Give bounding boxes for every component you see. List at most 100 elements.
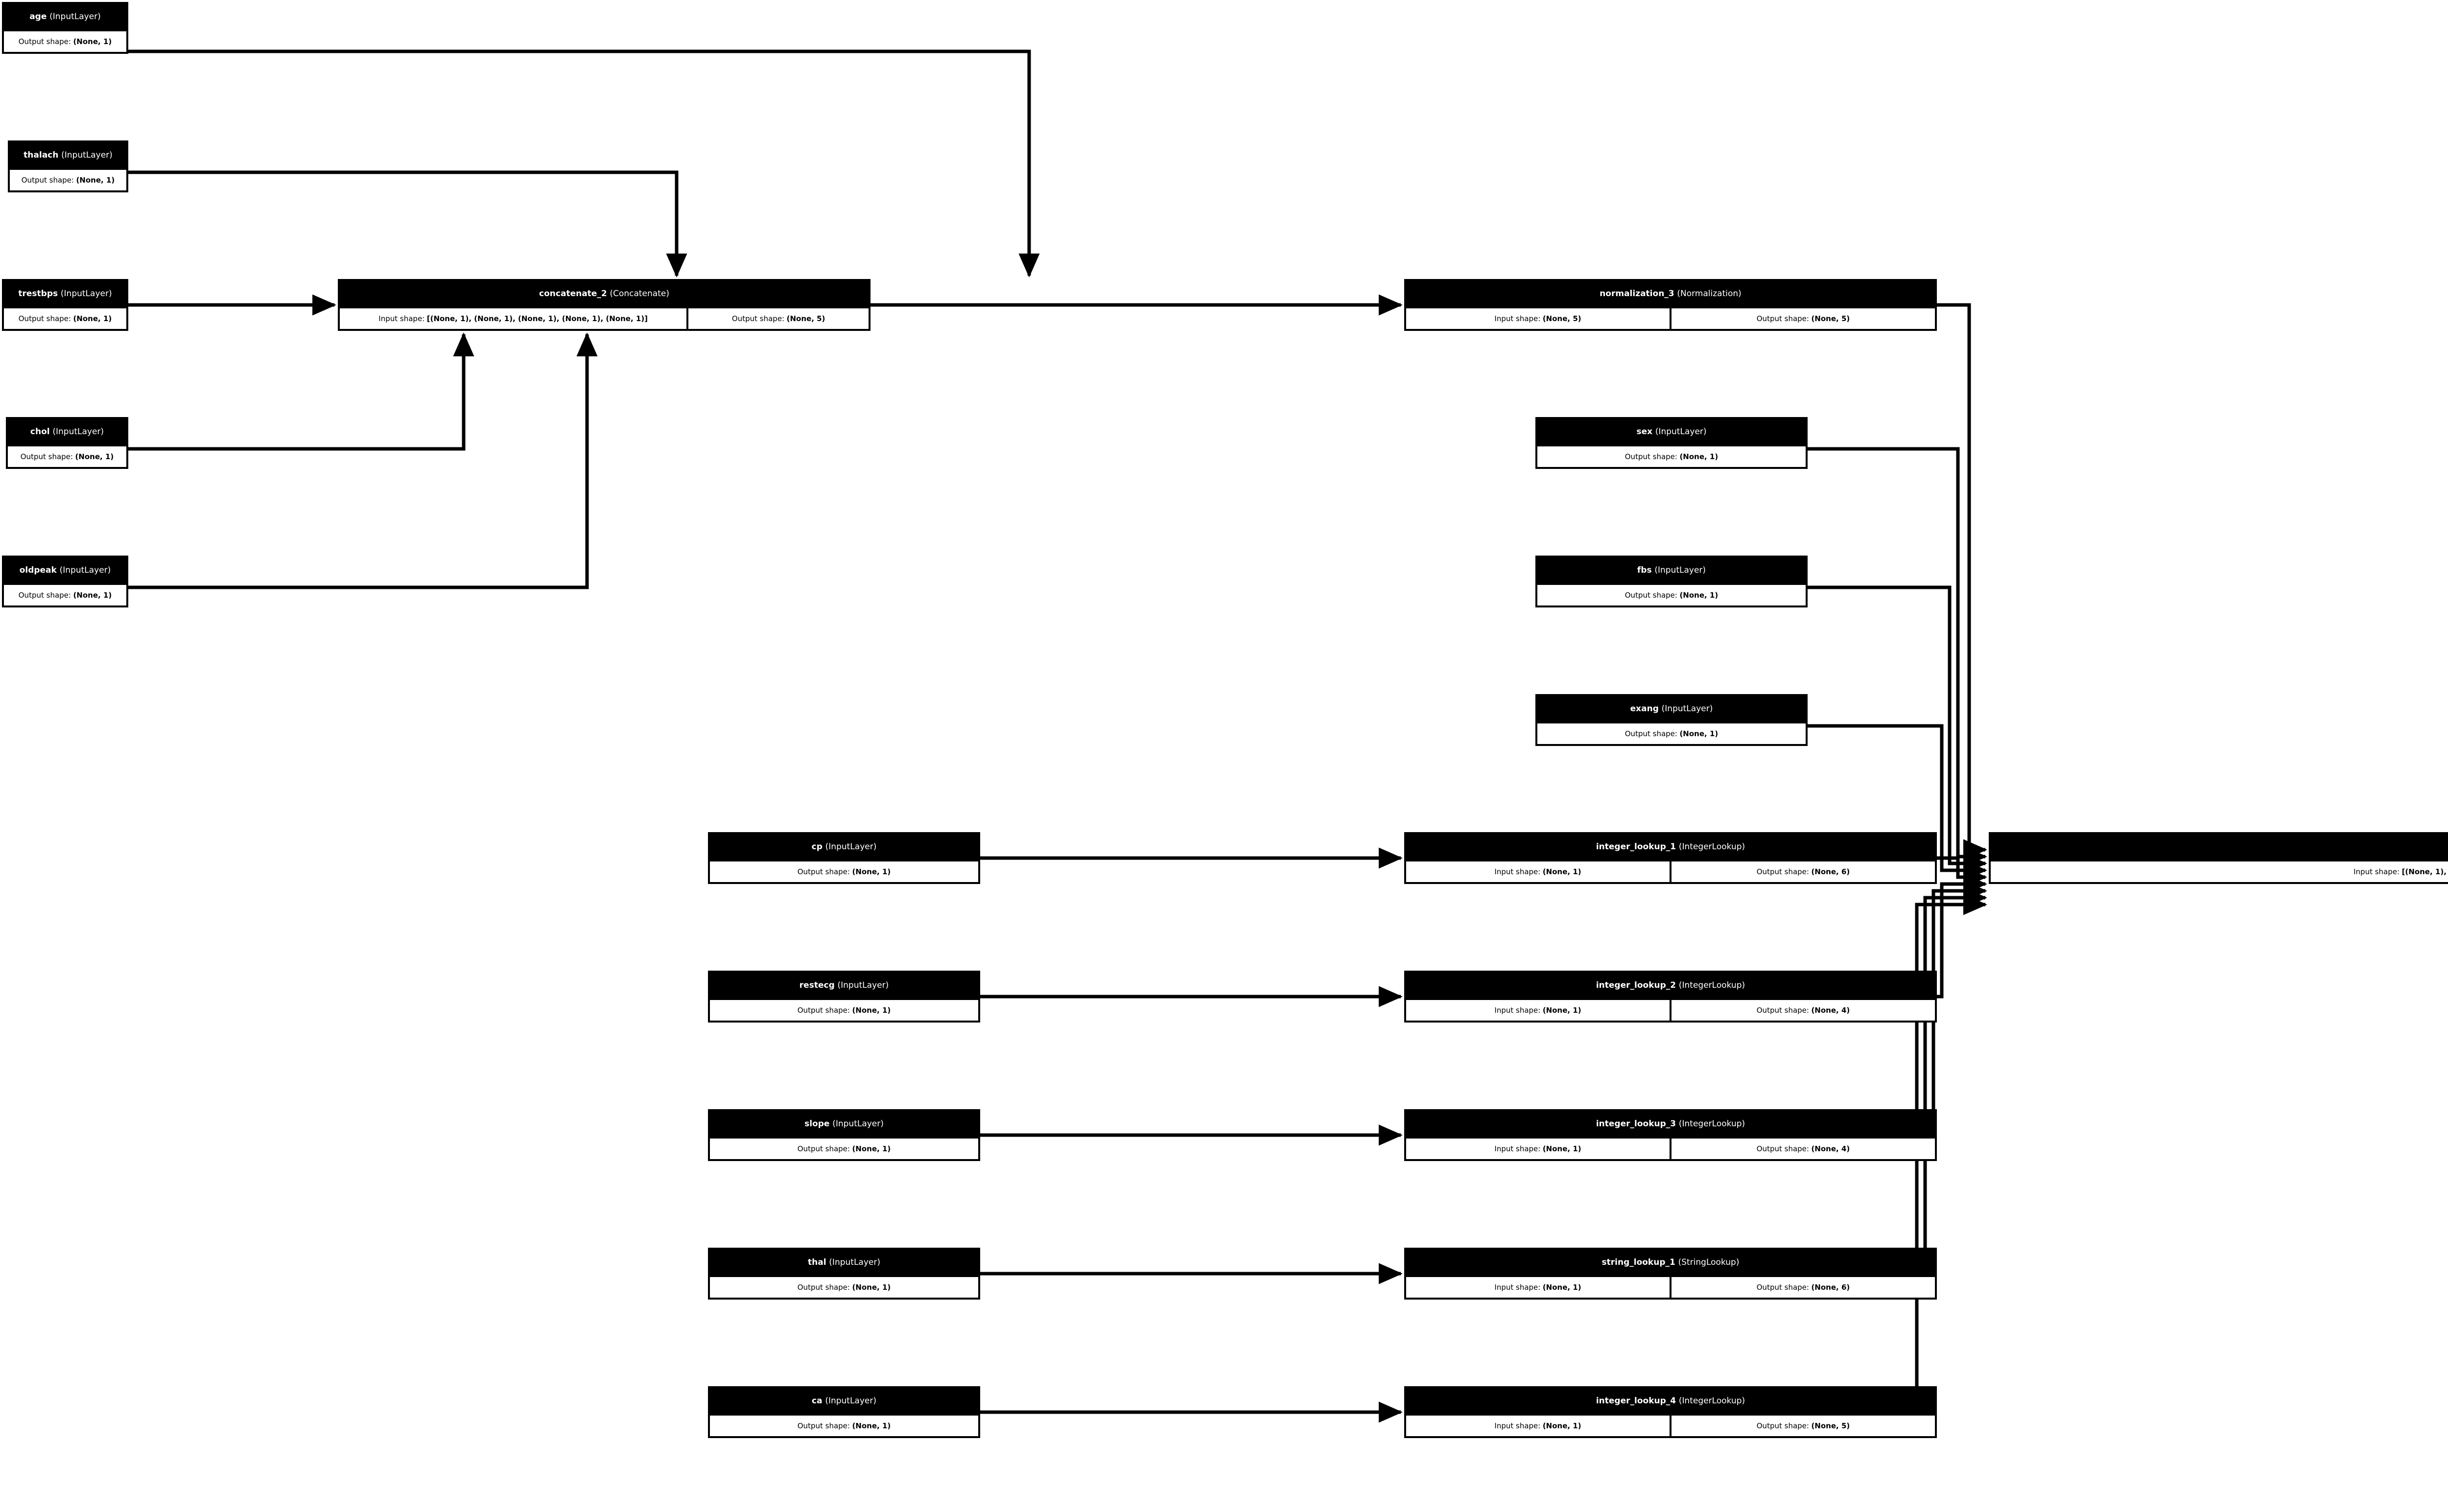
- layer-name-thalach: thalach: [24, 150, 59, 160]
- layer-title-chol: chol(InputLayer): [8, 419, 126, 444]
- layer-name-slope: slope: [804, 1118, 830, 1129]
- shape-label: Output shape:: [18, 314, 71, 323]
- shape-cell-integer_lookup_2-1: Output shape:(None, 4): [1670, 1000, 1935, 1021]
- shape-value: (None, 1): [852, 1282, 891, 1292]
- shape-value: (None, 1): [1542, 867, 1581, 876]
- shape-cell-thalach-0: Output shape:(None, 1): [10, 170, 126, 190]
- shape-cell-concatenate_2-1: Output shape:(None, 5): [686, 308, 869, 329]
- layer-node-oldpeak[interactable]: oldpeak(InputLayer)Output shape:(None, 1…: [2, 556, 128, 607]
- shape-label: Input shape:: [1494, 1144, 1541, 1153]
- layer-type-ca: (InputLayer): [825, 1396, 876, 1406]
- layer-node-concatenate_3[interactable]: concatenate_3(Concatenate)Input shape:[(…: [1989, 832, 2448, 884]
- layer-type-thalach: (InputLayer): [61, 150, 113, 160]
- layer-title-ca: ca(InputLayer): [710, 1388, 978, 1414]
- shape-value: (None, 1): [73, 590, 112, 600]
- shape-value: (None, 1): [852, 1421, 891, 1430]
- layer-shapes-sex: Output shape:(None, 1): [1537, 444, 1806, 467]
- layer-node-sex[interactable]: sex(InputLayer)Output shape:(None, 1): [1535, 417, 1808, 469]
- layer-title-age: age(InputLayer): [4, 4, 126, 29]
- edge-string_lookup_1-to-concatenate_3: [1923, 887, 1987, 1276]
- layer-title-concatenate_2: concatenate_2(Concatenate): [340, 281, 869, 306]
- layer-name-thal: thal: [808, 1257, 826, 1267]
- layer-name-fbs: fbs: [1637, 565, 1652, 575]
- layer-type-restecg: (InputLayer): [837, 980, 889, 990]
- layer-node-integer_lookup_4[interactable]: integer_lookup_4(IntegerLookup)Input sha…: [1404, 1386, 1937, 1438]
- shape-cell-integer_lookup_4-0: Input shape:(None, 1): [1406, 1416, 1670, 1436]
- shape-value: (None, 1): [1542, 1005, 1581, 1015]
- layer-shapes-cp: Output shape:(None, 1): [710, 860, 978, 882]
- shape-label: Output shape:: [1756, 867, 1809, 876]
- shape-value: [(None, 1), (None, 1), (None, 1), (None,…: [426, 314, 648, 323]
- layer-type-chol: (InputLayer): [52, 426, 104, 437]
- shape-label: Output shape:: [1624, 729, 1677, 738]
- layer-shapes-concatenate_3: Input shape:[(None, 1), (None, 1), (None…: [1991, 860, 2448, 882]
- layer-node-thalach[interactable]: thalach(InputLayer)Output shape:(None, 1…: [8, 140, 128, 192]
- layer-title-string_lookup_1: string_lookup_1(StringLookup): [1406, 1250, 1935, 1275]
- layer-name-exang: exang: [1630, 703, 1659, 714]
- shape-cell-concatenate_2-0: Input shape:[(None, 1), (None, 1), (None…: [340, 308, 687, 329]
- shape-cell-oldpeak-0: Output shape:(None, 1): [4, 585, 126, 605]
- layer-title-thalach: thalach(InputLayer): [10, 142, 126, 168]
- layer-node-trestbps[interactable]: trestbps(InputLayer)Output shape:(None, …: [2, 279, 128, 331]
- layer-name-sex: sex: [1636, 426, 1653, 437]
- shape-cell-integer_lookup_2-0: Input shape:(None, 1): [1406, 1000, 1670, 1021]
- shape-label: Output shape:: [21, 175, 74, 185]
- shape-cell-exang-0: Output shape:(None, 1): [1537, 723, 1806, 744]
- shape-value: (None, 1): [1679, 729, 1718, 738]
- layer-node-age[interactable]: age(InputLayer)Output shape:(None, 1): [2, 2, 128, 54]
- layer-name-restecg: restecg: [799, 980, 835, 990]
- shape-value: [(None, 1), (None, 1), (None, 1), (None,…: [2401, 867, 2448, 876]
- layer-node-normalization_3[interactable]: normalization_3(Normalization)Input shap…: [1404, 279, 1937, 331]
- layer-node-integer_lookup_2[interactable]: integer_lookup_2(IntegerLookup)Input sha…: [1404, 971, 1937, 1023]
- layer-node-thal[interactable]: thal(InputLayer)Output shape:(None, 1): [708, 1248, 980, 1300]
- shape-label: Output shape:: [731, 314, 785, 323]
- shape-cell-sex-0: Output shape:(None, 1): [1537, 446, 1806, 467]
- layer-node-string_lookup_1[interactable]: string_lookup_1(StringLookup)Input shape…: [1404, 1248, 1937, 1300]
- layer-type-integer_lookup_1: (IntegerLookup): [1678, 841, 1745, 852]
- shape-value: (None, 5): [1811, 314, 1850, 323]
- layer-title-normalization_3: normalization_3(Normalization): [1406, 281, 1935, 306]
- layer-shapes-normalization_3: Input shape:(None, 5)Output shape:(None,…: [1406, 306, 1935, 329]
- layer-title-integer_lookup_3: integer_lookup_3(IntegerLookup): [1406, 1111, 1935, 1137]
- layer-node-ca[interactable]: ca(InputLayer) Output shape:(None, 1): [708, 1386, 980, 1438]
- layer-title-integer_lookup_2: integer_lookup_2(IntegerLookup): [1406, 973, 1935, 998]
- layer-name-normalization_3: normalization_3: [1600, 288, 1674, 299]
- shape-cell-thal-0: Output shape:(None, 1): [710, 1277, 978, 1298]
- layer-node-slope[interactable]: slope(InputLayer) Output shape:(None, 1): [708, 1109, 980, 1161]
- shape-cell-restecg-0: Output shape:(None, 1): [710, 1000, 978, 1021]
- layer-node-cp[interactable]: cp(InputLayer)Output shape:(None, 1): [708, 832, 980, 884]
- layer-node-fbs[interactable]: fbs(InputLayer)Output shape:(None, 1): [1535, 556, 1808, 607]
- shape-label: Input shape:: [1494, 867, 1541, 876]
- shape-value: (None, 5): [1811, 1421, 1850, 1430]
- shape-value: (None, 1): [1679, 452, 1718, 461]
- shape-cell-slope-0: Output shape:(None, 1): [710, 1139, 978, 1159]
- shape-label: Output shape:: [1756, 314, 1809, 323]
- shape-label: Output shape:: [797, 1421, 850, 1430]
- shape-label: Output shape:: [797, 1005, 850, 1015]
- edge-normalization_3-to-concatenate_3: [1937, 303, 1987, 861]
- edge-age-to-concatenate_2: [128, 49, 1040, 278]
- layer-node-integer_lookup_3[interactable]: integer_lookup_3(IntegerLookup) Input sha…: [1404, 1109, 1937, 1161]
- layer-node-restecg[interactable]: restecg(InputLayer) Output shape:(None, 1…: [708, 971, 980, 1023]
- shape-label: Output shape:: [797, 867, 850, 876]
- layer-name-integer_lookup_2: integer_lookup_2: [1596, 980, 1676, 990]
- shape-cell-integer_lookup_1-1: Output shape:(None, 6): [1670, 861, 1935, 882]
- layer-node-integer_lookup_1[interactable]: integer_lookup_1(IntegerLookup)Input sha…: [1404, 832, 1937, 884]
- layer-shapes-thal: Output shape:(None, 1): [710, 1275, 978, 1298]
- layer-name-concatenate_2: concatenate_2: [539, 288, 607, 299]
- layer-type-slope: (InputLayer): [832, 1118, 884, 1129]
- shape-value: (None, 1): [852, 1144, 891, 1153]
- layer-shapes-oldpeak: Output shape:(None, 1): [4, 583, 126, 605]
- layer-node-exang[interactable]: exang(InputLayer)Output shape:(None, 1): [1535, 694, 1808, 746]
- layer-node-concatenate_2[interactable]: concatenate_2(Concatenate)Input shape:[(…: [338, 279, 871, 331]
- layer-node-chol[interactable]: chol(InputLayer)Output shape:(None, 1): [6, 417, 128, 469]
- layer-shapes-slope: Output shape:(None, 1): [710, 1137, 978, 1159]
- layer-title-oldpeak: oldpeak(InputLayer): [4, 558, 126, 583]
- edge-sex-to-concatenate_3: [1808, 447, 1987, 867]
- shape-value: (None, 1): [1542, 1144, 1581, 1153]
- layer-type-integer_lookup_4: (IntegerLookup): [1678, 1396, 1745, 1406]
- shape-label: Output shape:: [1756, 1282, 1809, 1292]
- layer-name-ca: ca: [811, 1396, 823, 1406]
- edge-chol-to-concatenate_2: [128, 332, 474, 451]
